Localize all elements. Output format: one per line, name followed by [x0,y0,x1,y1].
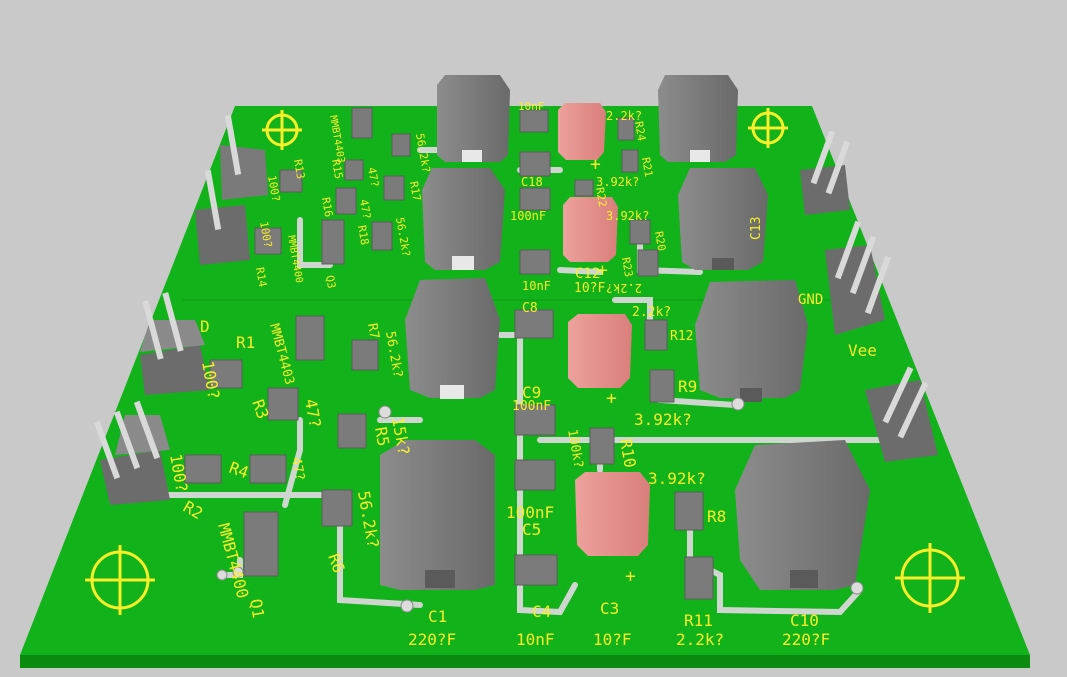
header-right-top [800,130,851,215]
label-r22-ref: R22 [593,186,609,208]
cap-mid-right [695,280,808,402]
cap-top-tantalum [558,103,606,160]
smd-components [184,107,714,600]
label-r8-ref: R8 [707,507,726,526]
label-q1-ref: Q1 [246,597,268,619]
label-r15-val: 47? [365,166,381,188]
pcb-board-edge [20,655,1030,668]
cap-mid-left [405,278,500,399]
label-r12-val: 2.2k? [632,305,671,320]
label-r21-ref: R21 [639,156,655,178]
svg-text:+: + [625,566,636,587]
label-c8-ref: C8 [522,301,538,316]
label-c10-val: 220?F [782,630,830,649]
header-left-bottom [93,400,170,505]
label-r24-val: 2.2k? [606,109,642,123]
electrolytic-caps [380,75,870,590]
label-c20-val: 100nF [510,209,546,223]
label-top-10nf: 10nF [518,100,545,113]
label-r13-val: 100? [265,174,282,202]
label-c4-ref: C4 [532,602,551,621]
label-c13-ref: C13 [749,217,764,240]
label-c19-val: 10nF [522,279,551,293]
cap-top-left-2 [422,168,505,270]
polarity-marks: + + + + [590,154,636,587]
cap-c1 [380,440,495,590]
header-left-top [195,114,268,265]
label-r3-val: 47? [301,397,325,429]
label-r10-ref: R10 [616,437,640,469]
pin-headers [93,114,938,505]
svg-text:+: + [606,388,617,409]
label-r23-val: 2.2k? [606,281,642,295]
svg-text:+: + [597,260,608,281]
label-c4-val: 10nF [516,630,555,649]
header-right-bottom [865,366,938,462]
label-c3-ref: C3 [600,599,619,618]
tantalum-caps [558,103,650,556]
cap-c12 [563,197,618,262]
label-gnd: GND [798,292,823,308]
label-c5-ref: C5 [522,520,541,539]
cap-c9-tantalum [568,314,632,388]
label-r4-val: 47? [288,456,307,482]
label-vee: Vee [848,341,877,360]
label-r18-ref: R18 [355,224,371,246]
label-c9-ref: C9 [522,383,541,402]
label-c18-ref: C18 [521,175,543,189]
label-r5-ref: R5 [371,425,393,447]
label-r9-ref: R9 [678,377,697,396]
label-r11-ref: R11 [684,611,713,630]
label-r11-val: 2.2k? [676,630,724,649]
label-r16-ref: R16 [319,196,335,218]
svg-text:+: + [590,154,601,175]
cap-c10 [735,440,870,590]
label-c3-val: 10?F [593,630,632,649]
label-r16-val: 47? [357,198,373,220]
label-r14-val: 100? [257,220,274,248]
cap-top-right-1 [658,75,738,162]
label-r13-ref: R13 [291,158,307,180]
label-c1-ref: C1 [428,607,447,626]
label-r7-ref: R7 [364,322,381,340]
label-c12-val: 10?F [574,281,605,296]
label-r21-val: 3.92k? [596,175,639,189]
cap-top-left-1 [437,75,510,162]
label-c5-val: 100nF [506,503,554,522]
cap-c13 [678,168,768,270]
mounting-holes [85,108,965,615]
label-q3-ref: Q3 [323,274,338,289]
header-left-mid [140,292,210,395]
cap-c3 [575,472,650,556]
header-right-mid [825,220,892,335]
label-r8-val: 3.92k? [648,469,706,488]
label-r9-val: 3.92k? [634,410,692,429]
label-r24-ref: R24 [632,120,648,142]
label-c1-val: 220?F [408,630,456,649]
label-c12-ref: C12 [575,266,600,282]
label-r23-ref: R23 [619,256,635,278]
via-pads [216,397,864,613]
label-c9-val: 100nF [512,399,551,414]
label-r15-ref: R15 [329,158,345,180]
label-c10-ref: C10 [790,611,819,630]
label-r12-ref: R12 [670,329,693,344]
label-r14-ref: R14 [253,266,269,288]
label-r20-ref: R20 [652,230,668,252]
label-d: D [200,317,210,336]
label-r10-val: 100k? [564,428,586,469]
label-r17-ref: R17 [407,180,423,202]
label-r1-ref: R1 [236,333,255,352]
label-r20-val: 3.92k? [606,209,649,223]
